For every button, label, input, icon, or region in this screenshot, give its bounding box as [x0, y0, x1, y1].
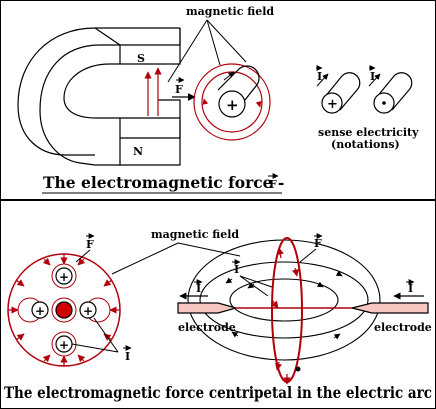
arc-cross-section: + + + + [7, 253, 121, 367]
notations-label: (notations) [331, 138, 400, 151]
svg-text:+: + [83, 304, 93, 318]
conductor-with-field: + [193, 63, 271, 141]
svg-text:+: + [327, 97, 338, 112]
svg-text:I: I [317, 70, 322, 83]
pole-n-label: N [133, 145, 143, 158]
electrode-left-current: I [179, 279, 208, 300]
svg-text:+: + [35, 304, 45, 318]
horseshoe-magnet [17, 27, 181, 166]
electrode-left-label: electrode [178, 321, 236, 334]
caption-top: The electromagnetic force - [43, 173, 284, 192]
svg-text:+: + [59, 338, 69, 352]
electrode-right-current: I [393, 279, 424, 300]
electric-arc-side-view [177, 237, 429, 385]
electrode-right-label: electrode [374, 321, 432, 334]
current-pointers-left [71, 317, 119, 353]
field-arrows-between-poles [144, 67, 162, 116]
force-label-left: F [86, 238, 94, 251]
force-label-ring: F [314, 237, 322, 250]
sense-notation-dot: I [368, 65, 413, 114]
electrode-right-shape [351, 302, 429, 314]
svg-text:I: I [408, 282, 413, 295]
sense-notation-plus: + I [316, 65, 361, 114]
pole-s-label: S [137, 52, 145, 65]
current-label-arc: I [234, 263, 239, 276]
electrode-left-shape [177, 302, 239, 314]
magnetic-field-label-bottom: magnetic field [151, 228, 239, 241]
current-label-left: I [125, 350, 130, 363]
caption-bottom: The electromagnetic force centripetal in… [4, 383, 432, 402]
sense-electricity-label: sense electricity [318, 126, 419, 139]
magnetic-field-label-top: magnetic field [186, 5, 274, 18]
magnetic-field-pointers-top [167, 19, 247, 83]
magnetic-field-pointers-bottom [111, 242, 241, 275]
force-vector-top: F [172, 77, 196, 101]
svg-text:F: F [175, 83, 183, 96]
svg-text:+: + [226, 96, 239, 114]
svg-text:I: I [196, 282, 201, 295]
svg-text:I: I [370, 70, 375, 83]
svg-text:+: + [59, 270, 69, 284]
caption-top-vector: F [269, 178, 277, 191]
